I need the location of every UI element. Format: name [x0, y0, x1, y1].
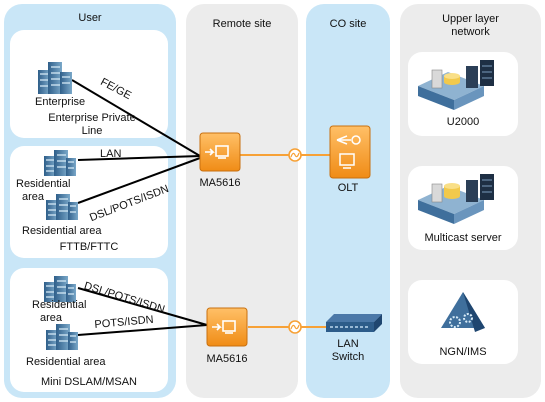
- residential-label-1a: Residential: [16, 178, 71, 190]
- link-dsl-top: [77, 157, 201, 204]
- link-pots-bottom: [77, 324, 208, 336]
- ma5616-top-icon: [199, 132, 241, 172]
- private-line-label-1: Enterprise Private: [48, 112, 136, 124]
- msan-caption: Mini DSLAM/MSAN: [41, 376, 137, 388]
- link-label-lan: LAN: [100, 148, 122, 160]
- link-dsl-bottom: [77, 287, 208, 326]
- lan-switch-icon: [326, 314, 382, 332]
- residential-label-3a: Residential: [32, 299, 87, 311]
- residential-building-icon-4: [46, 324, 78, 350]
- column-title-co: CO site: [329, 18, 367, 30]
- ma5616-bottom-icon: [206, 307, 248, 347]
- multicast-server-icon: [418, 174, 494, 224]
- splitter-icon-top: [288, 148, 302, 162]
- fttb-caption: FTTB/FTTC: [59, 241, 119, 253]
- splitter-icon-bottom: [288, 320, 302, 334]
- residential-building-icon-2: [46, 194, 78, 220]
- link-lan-top: [77, 155, 201, 161]
- enterprise-building-icon: [38, 62, 72, 94]
- ma5616-top-label: MA5616: [199, 177, 241, 189]
- u2000-label: U2000: [446, 116, 480, 128]
- residential-label-1b: area: [22, 191, 45, 203]
- multicast-label: Multicast server: [424, 232, 502, 244]
- private-line-label-2: Line: [81, 125, 103, 137]
- ngn-ims-icon: [441, 292, 485, 332]
- residential-building-icon-1: [44, 150, 76, 176]
- column-title-user: User: [78, 12, 102, 24]
- olt-label: OLT: [337, 182, 359, 194]
- u2000-server-icon: [418, 60, 494, 110]
- remote-panel: [186, 4, 298, 398]
- user-group-enterprise: [10, 30, 168, 138]
- lan-switch-label-2: Switch: [331, 351, 365, 363]
- residential-label-3b: area: [40, 312, 63, 324]
- ma5616-bottom-label: MA5616: [206, 353, 248, 365]
- residential-label-4: Residential area: [26, 356, 106, 368]
- olt-icon: [329, 125, 371, 179]
- co-panel: [306, 4, 390, 398]
- link-fe-ge: [71, 79, 201, 157]
- column-title-upper-1: Upper layer: [442, 13, 499, 25]
- residential-building-icon-3: [44, 276, 76, 302]
- residential-label-2: Residential area: [22, 225, 102, 237]
- enterprise-label: Enterprise: [35, 96, 86, 108]
- column-title-upper-2: network: [451, 26, 490, 38]
- lan-switch-label-1: LAN: [337, 338, 359, 350]
- column-title-remote: Remote site: [212, 18, 272, 30]
- ngn-ims-label: NGN/IMS: [439, 346, 487, 358]
